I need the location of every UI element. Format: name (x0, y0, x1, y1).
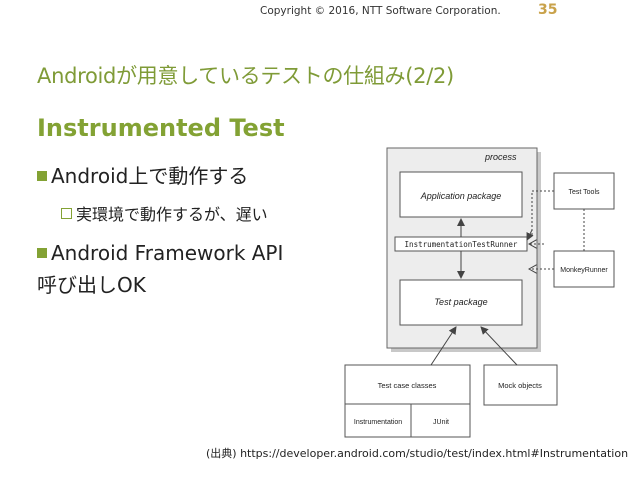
process-label: process (484, 152, 517, 162)
bullet-item-1: Android上で動作する (37, 160, 248, 189)
sub-bullet-item: 実環境で動作するが、遅い (61, 201, 268, 225)
test-package-box (399, 279, 523, 326)
mock-objects-box (483, 364, 558, 406)
test-tools-box (553, 172, 615, 210)
application-package-label: Application package (420, 191, 502, 201)
mock-objects-label: Mock objects (498, 381, 542, 390)
bullet-text: Android Framework API (51, 241, 284, 265)
instrumentation-label: Instrumentation (354, 419, 402, 426)
test-package-label: Test package (434, 297, 487, 307)
bullet-square-icon (37, 170, 47, 181)
bullet-hollow-square-icon (61, 208, 72, 219)
application-package-box (399, 171, 523, 218)
test-case-classes-label: Test case classes (378, 381, 437, 390)
copyright-text: Copyright © 2016, NTT Software Corporati… (260, 5, 501, 17)
header-background (256, 0, 506, 22)
runner-label: InstrumentationTestRunner (405, 240, 518, 249)
test-case-classes-box (344, 364, 471, 438)
slide-title: Androidが用意しているテストの仕組み(2/2) (37, 64, 454, 88)
mock-to-package-arrow (480, 326, 518, 366)
bullet-square-icon (37, 247, 47, 258)
page-number: 35 (538, 2, 558, 18)
monkey-runner-label: MonkeyRunner (560, 267, 608, 274)
slide-heading: Instrumented Test (37, 114, 285, 142)
source-citation: (出典) https://developer.android.com/studi… (206, 447, 629, 460)
bullet-text: 実環境で動作するが、遅い (76, 205, 268, 224)
header-bar: Copyright © 2016, NTT Software Corporati… (0, 0, 638, 24)
test-tools-dashed-arrow (531, 190, 554, 237)
bullet-item-2-continued: 呼び出しOK (37, 269, 146, 298)
test-tools-arrowhead (526, 229, 534, 241)
bullet-item-2: Android Framework API (37, 241, 283, 265)
test-tools-label: Test Tools (569, 189, 600, 196)
junit-label: JUnit (433, 419, 449, 426)
bullet-text: 呼び出しOK (37, 273, 146, 297)
test-case-to-package-arrow (430, 326, 457, 366)
bullet-text: Android上で動作する (51, 164, 249, 188)
